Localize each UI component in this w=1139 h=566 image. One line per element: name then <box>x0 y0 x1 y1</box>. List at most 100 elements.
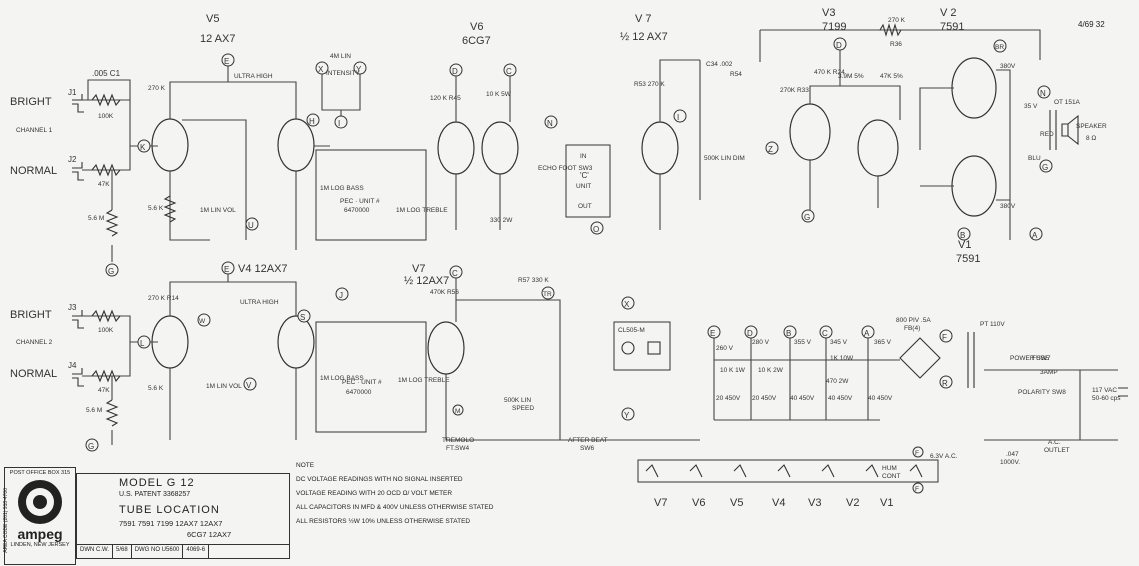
tube-v6b <box>481 121 519 175</box>
node-a-ps-label: A <box>864 329 870 338</box>
v6-wiring <box>455 76 511 230</box>
r11-label: 100K <box>98 327 114 334</box>
v7-top-section: V 7 ½ 12 AX7 I R53 270 K C34 .002 R54 50… <box>620 13 745 230</box>
pec-unit-2-number: 6470000 <box>346 389 372 396</box>
r4-label: 270 K <box>148 85 166 92</box>
r57-label: R57 330 K <box>518 277 549 284</box>
lin-vol-2-label: 1M LIN VOL <box>206 383 242 390</box>
title-block: MODEL G 12 U.S. PATENT 3368257 TUBE LOCA… <box>76 473 290 559</box>
node-br <box>993 39 1007 53</box>
title-block-footer: DWN C.W. 5/68 DWG NO U5600 4069-6 <box>77 544 289 558</box>
node-e-ch2-label: E <box>224 265 229 274</box>
resistor-r2 <box>91 163 121 177</box>
v2-380-label: 380V <box>1000 63 1016 70</box>
node-m-label: M <box>455 408 460 415</box>
node-x-bottom <box>621 296 635 310</box>
r2-label: 47K <box>98 181 110 188</box>
v5-type: 12 AX7 <box>200 33 235 45</box>
node-j-label: J <box>339 291 343 300</box>
lin-dim-label: 500K LIN DIM <box>704 155 745 162</box>
node-g-ch1 <box>105 263 119 277</box>
resistor-r3 <box>105 209 119 237</box>
patent-number: U.S. PATENT 3368257 <box>119 491 191 498</box>
note-4: ALL RESISTORS ½W 10% UNLESS OTHERWISE ST… <box>296 518 471 525</box>
logo-phone: AREA CODE (201) 918-4700 <box>3 488 9 553</box>
v7a-wiring <box>659 59 701 230</box>
ultra-high-2-label: ULTRA HIGH <box>240 299 279 306</box>
v6-name: V6 <box>470 21 483 33</box>
c-unit-box <box>565 144 611 218</box>
pec-unit-1-label: PEC · UNIT # <box>340 198 380 205</box>
issue-number: 4069-6 <box>183 545 210 558</box>
heater-v3: V3 <box>808 497 821 509</box>
v3-name: V3 <box>822 7 835 19</box>
node-s <box>297 309 311 323</box>
note-2: VOLTAGE READING WITH 20 OCD Ω/ VOLT METE… <box>296 490 453 497</box>
input-bus-1 <box>82 99 140 171</box>
channel-1-section: BRIGHT CHANNEL 1 NORMAL J1 J2 .005 C1 10… <box>10 13 448 262</box>
pec-unit-2-label: PEC · UNIT # <box>342 379 382 386</box>
node-x-top-label: X <box>318 65 324 74</box>
tremolo-sw-label: FT.SW4 <box>446 445 469 452</box>
bridge-fb-label: FB(4) <box>904 325 920 332</box>
node-g-out-label: G <box>1042 163 1048 172</box>
resistor-r1 <box>91 93 121 107</box>
c22b-label: 20 450V <box>752 395 777 402</box>
v5-cathode-wiring <box>169 119 247 241</box>
heater-v6: V6 <box>692 497 705 509</box>
node-w-label: W <box>199 318 206 325</box>
node-v <box>243 377 257 391</box>
v35-label: 35 V <box>1024 103 1038 110</box>
tone-stack-1 <box>315 149 427 241</box>
node-n-v6 <box>544 115 558 129</box>
drawing-number: DWG NO U5600 <box>132 545 184 558</box>
logo-city: LINDEN, NEW JERSEY <box>10 542 70 548</box>
node-g-ch2 <box>85 438 99 452</box>
v6-section: V6 6CG7 D C 120 K R45 10 K 5W 330 2W N I… <box>430 21 611 235</box>
node-i-v7-label: I <box>677 113 679 122</box>
ultra-high-1-label: ULTRA HIGH <box>234 73 273 80</box>
lin-vol-1-label: 1M LIN VOL <box>200 207 236 214</box>
node-b <box>957 227 971 241</box>
resistor-r36 <box>879 23 902 37</box>
node-i-v7 <box>673 109 687 123</box>
c23a-label: 40 450V <box>790 395 815 402</box>
bright-1-label: BRIGHT <box>10 96 52 108</box>
r41-label: 470 2W <box>826 378 849 385</box>
speaker-icon <box>1061 114 1079 146</box>
jack-j3-label: J3 <box>68 303 77 312</box>
r13-label: 5.6 M <box>86 407 102 414</box>
r53-label: R53 270 K <box>634 81 665 88</box>
node-y-bottom-label: Y <box>624 411 630 420</box>
tube-location-line-1: 7591 7591 7199 12AX7 12AX7 <box>119 519 223 528</box>
node-r-ps <box>939 375 953 389</box>
heater-volt: 6.3V A.C. <box>930 453 958 460</box>
node-f-heater-bottom <box>912 482 924 494</box>
v2-type: 7591 <box>940 21 964 33</box>
resistor-r5 <box>163 195 177 223</box>
tube-v6a <box>437 121 475 175</box>
normal-2-label: NORMAL <box>10 368 57 380</box>
v5b-wiring <box>295 145 330 250</box>
channel-2-section: BRIGHT CHANNEL 2 NORMAL J3 J4 100K 47K 5… <box>10 261 450 452</box>
drawing-date: 5/68 <box>113 545 132 558</box>
tremolo-label: TREMOLO <box>442 437 474 444</box>
speaker-label: SPEAKER <box>1076 123 1107 130</box>
node-f-heater-bottom-label: F <box>915 486 919 493</box>
r56-label: 470K R56 <box>430 289 459 296</box>
ldr-icon <box>647 341 661 355</box>
c24-volt: 1000V. <box>1000 459 1020 466</box>
v3-type: 7199 <box>822 21 846 33</box>
intensity-word: INTENSITY <box>326 70 361 77</box>
v1-name: V1 <box>958 239 971 251</box>
hum-cont-label-2: CONT <box>882 473 900 480</box>
v365-label: 365 V <box>874 339 892 346</box>
log-treble-1-label: 1M LOG TREBLE <box>396 207 448 214</box>
note-1: DC VOLTAGE READINGS WITH NO SIGNAL INSER… <box>296 476 463 483</box>
c1-label: .005 C1 <box>92 69 121 78</box>
c-unit-out: OUT <box>578 203 592 210</box>
node-v-label: V <box>246 381 252 390</box>
node-c-ps-label: C <box>822 329 828 338</box>
